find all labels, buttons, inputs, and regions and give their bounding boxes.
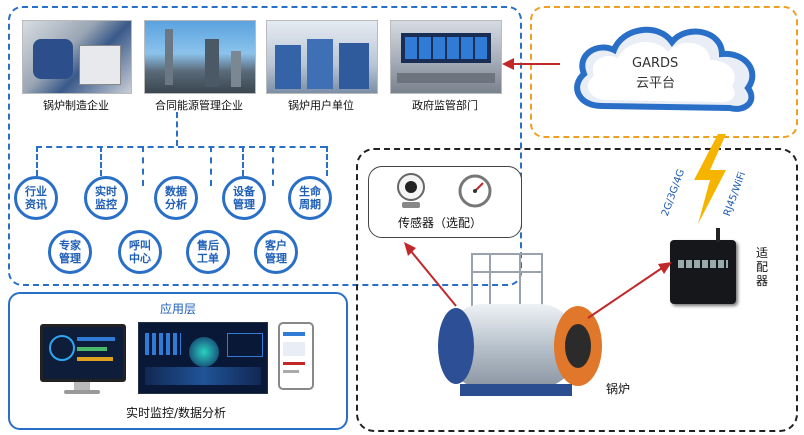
adapter-label: 适配器	[756, 246, 769, 288]
boiler-manufacturer-photo	[22, 20, 132, 94]
device-panel	[356, 148, 798, 432]
service-after-sales-ticket: 售后 工单	[186, 230, 230, 274]
entity-label-government: 政府监管部门	[412, 99, 478, 112]
connector-drop-3	[142, 146, 144, 186]
application-layer-title: 应用层	[160, 302, 197, 316]
mobile-phone-screen	[278, 322, 314, 390]
service-lifecycle: 生命 周期	[288, 176, 332, 220]
connector-drop-5	[242, 146, 244, 176]
pressure-gauge-icon	[458, 174, 492, 208]
boiler-to-sensor-arrow	[404, 242, 457, 307]
lightning-bolt-icon	[694, 134, 726, 224]
energy-management-photo	[144, 20, 256, 94]
service-realtime-monitoring: 实时 监控	[84, 176, 128, 220]
connector-bar	[36, 146, 326, 148]
service-expert-management: 专家 管理	[48, 230, 92, 274]
connector-drop-2	[100, 146, 102, 176]
government-regulator-photo	[390, 20, 502, 94]
dashboard-screen	[138, 322, 268, 394]
sensor-label: 传感器（选配）	[398, 216, 483, 230]
camera-sensor-icon	[397, 173, 425, 208]
cloud-to-ecosystem-arrow	[502, 58, 560, 70]
application-layer-caption: 实时监控/数据分析	[126, 406, 227, 420]
desktop-monitor-stand	[74, 382, 90, 392]
boiler-label: 锅炉	[606, 382, 631, 396]
connector-trunk	[176, 112, 178, 146]
service-industry-news: 行业 资讯	[14, 176, 58, 220]
sensor-box	[368, 166, 522, 238]
connector-drop-7	[326, 146, 328, 176]
cloud-label-line1: GARDS	[632, 56, 679, 71]
service-customer-management: 客户 管理	[254, 230, 298, 274]
entity-label-manufacturer: 锅炉制造企业	[43, 99, 109, 112]
ecosystem-panel	[8, 6, 522, 286]
entity-label-boiler-user: 锅炉用户单位	[288, 99, 354, 112]
adapter-device	[670, 228, 736, 304]
boiler-to-adapter-arrow	[587, 262, 672, 319]
entity-label-energy-management: 合同能源管理企业	[155, 99, 243, 112]
cloud-icon	[574, 26, 756, 112]
boiler-user-photo	[266, 20, 378, 94]
cloud-label-line2: 云平台	[636, 76, 676, 91]
service-call-center: 呼叫 中心	[118, 230, 162, 274]
desktop-monitor-base	[64, 390, 100, 394]
connector-drop-1	[36, 146, 38, 176]
desktop-monitor-screen	[40, 324, 126, 382]
application-layer-panel	[8, 292, 348, 430]
connector-drop-4	[210, 146, 212, 186]
connector-drop-6	[272, 146, 274, 186]
service-equipment-management: 设备 管理	[222, 176, 266, 220]
boiler-illustration	[438, 253, 602, 396]
service-data-analysis: 数据 分析	[154, 176, 198, 220]
cloud-platform-panel	[530, 6, 798, 138]
